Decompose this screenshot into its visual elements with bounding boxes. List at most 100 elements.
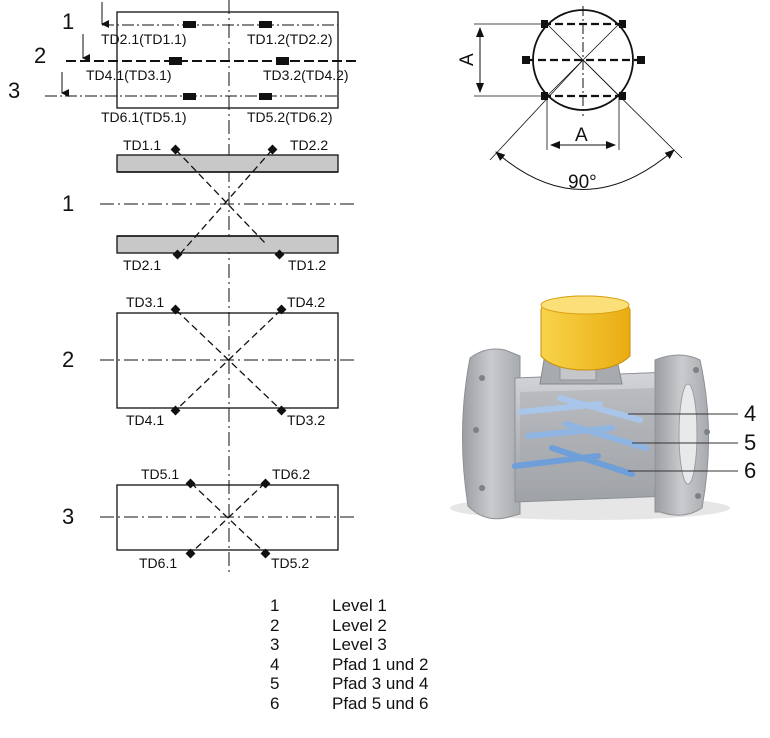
section-level-3: 3 TD5.1 TD6.2 TD6.1 TD5.2 <box>62 466 355 571</box>
callout-4-label: 4 <box>744 401 756 426</box>
meter-left-flange-bolt-3 <box>479 485 485 491</box>
legend-number: 6 <box>270 693 280 713</box>
legend-text: Level 2 <box>332 615 387 635</box>
top-level-1-transducer-right <box>259 21 272 28</box>
cross-section-transducer-4 <box>637 56 645 64</box>
section-2-path-b <box>175 309 282 411</box>
transducer-td22 <box>267 144 278 155</box>
meter-left-flange-bolt-2 <box>473 427 479 433</box>
top-level-1-transducer-left <box>183 21 196 28</box>
sensor-path-2 <box>557 395 643 423</box>
transducer-td42 <box>276 304 287 315</box>
section-3-label-top-left: TD5.1 <box>141 466 179 482</box>
section-2-pipe-outline <box>116 312 339 409</box>
angle-leg-left <box>489 59 584 161</box>
legend-row: 6 Pfad 5 und 6 <box>262 694 502 714</box>
section-2-number: 2 <box>62 347 74 372</box>
sensor-paths <box>512 395 649 477</box>
legend-row: 3 Level 3 <box>262 635 502 655</box>
transducer-td31 <box>170 304 181 315</box>
top-level-3-number: 3 <box>8 78 20 103</box>
dimension-a-horizontal-label: A <box>575 125 588 146</box>
section-2-label-bottom-left: TD4.1 <box>126 412 164 428</box>
legend-text: Level 1 <box>332 596 387 615</box>
section-3-pipe-outline <box>116 484 339 551</box>
meter-right-flange-bolt-3 <box>695 493 701 499</box>
legend-number: 2 <box>270 615 280 635</box>
section-2-label-top-right: TD4.2 <box>287 294 325 310</box>
label-td32: TD3.2(TD4.2) <box>263 67 349 83</box>
cross-section-transducer-3 <box>522 56 530 64</box>
sensor-path-3 <box>525 425 615 439</box>
meter-right-flange-bolt-2 <box>704 429 710 435</box>
label-td61: TD6.1(TD5.1) <box>101 109 187 125</box>
label-td12: TD1.2(TD2.2) <box>247 31 333 47</box>
section-2-label-bottom-right: TD3.2 <box>287 412 325 428</box>
meter-left-flange-bolt-1 <box>479 375 485 381</box>
section-2-label-top-left: TD3.1 <box>126 294 164 310</box>
section-1-label-bottom-right: TD1.2 <box>288 257 326 273</box>
top-level-3-transducer-right <box>259 93 272 100</box>
callout-5-label: 5 <box>744 430 756 455</box>
legend-row: 5 Pfad 3 und 4 <box>262 674 502 694</box>
sensor-path-6 <box>549 445 635 477</box>
transducer-td21 <box>172 249 183 260</box>
legend-row: 4 Pfad 1 und 2 <box>262 655 502 675</box>
section-1-bottom-wall <box>116 235 339 254</box>
top-view: 1 TD2.1(TD1.1) TD1.2(TD2.2) 2 TD4.1(TD3.… <box>8 2 360 125</box>
section-level-2: 2 TD3.1 TD4.2 TD4.1 TD3.2 <box>62 294 355 428</box>
label-td21: TD2.1(TD1.1) <box>101 31 187 47</box>
dimension-a-vertical-label: A <box>457 53 478 66</box>
transducer-td61 <box>185 548 196 559</box>
legend-number: 1 <box>270 596 280 615</box>
angle-leg-right <box>582 59 683 159</box>
section-level-1: 1 TD1.1 TD2.2 TD2.1 TD1.2 <box>62 137 355 273</box>
legend: 1 Level 1 2 Level 2 3 Level 3 4 Pfad 1 und 2… <box>262 596 502 713</box>
transducer-td32 <box>276 405 287 416</box>
angle-label: 90° <box>568 172 597 193</box>
sensor-path-4 <box>563 421 649 451</box>
top-level-2-transducer-right <box>276 57 289 65</box>
section-1-top-wall <box>116 154 339 173</box>
top-level-2-transducer-left <box>169 57 182 65</box>
transducer-td52 <box>260 548 271 559</box>
label-td41: TD4.1(TD3.1) <box>86 67 172 83</box>
top-level-3-transducer-left <box>183 93 196 100</box>
legend-text: Pfad 1 und 2 <box>332 654 429 674</box>
section-3-label-top-right: TD6.2 <box>272 466 310 482</box>
section-1-label-top-right: TD2.2 <box>290 137 328 153</box>
cross-section-transducer-2 <box>619 20 626 28</box>
legend-number: 4 <box>270 654 280 674</box>
flowmeter-illustration: 4 5 6 <box>450 295 756 520</box>
section-3-path-b <box>190 482 266 554</box>
cross-section-transducer-6 <box>619 92 626 100</box>
section-1-number: 1 <box>62 191 74 216</box>
transducer-td62 <box>260 478 271 489</box>
top-level-2-number: 2 <box>34 43 46 68</box>
section-1-label-top-left: TD1.1 <box>123 137 161 153</box>
transducer-td11 <box>170 144 181 155</box>
section-1-path-b <box>179 149 273 255</box>
legend-text: Level 3 <box>332 635 387 654</box>
pipe-cross-section: A A 90° <box>457 6 683 193</box>
meter-right-bore <box>678 383 698 485</box>
section-3-label-bottom-left: TD6.1 <box>139 555 177 571</box>
meter-right-flange-bolt-1 <box>693 367 699 373</box>
label-td52: TD5.2(TD6.2) <box>247 109 333 125</box>
section-1-label-bottom-left: TD2.1 <box>123 257 161 273</box>
legend-text: Pfad 5 und 6 <box>332 693 429 713</box>
legend-row: 2 Level 2 <box>262 616 502 636</box>
transducer-td12 <box>274 249 285 260</box>
legend-number: 5 <box>270 674 280 693</box>
angle-arc <box>495 149 675 190</box>
meter-left-flange <box>461 348 521 520</box>
meter-electronics-cap <box>540 295 630 315</box>
legend-text: Pfad 3 und 4 <box>332 674 429 693</box>
legend-row: 1 Level 1 <box>262 596 502 616</box>
section-3-label-bottom-right: TD5.2 <box>271 555 309 571</box>
callout-6-label: 6 <box>744 458 756 483</box>
legend-number: 3 <box>270 635 280 654</box>
top-level-1-number: 1 <box>62 9 74 34</box>
transducer-td51 <box>185 478 196 489</box>
transducer-td41 <box>170 405 181 416</box>
